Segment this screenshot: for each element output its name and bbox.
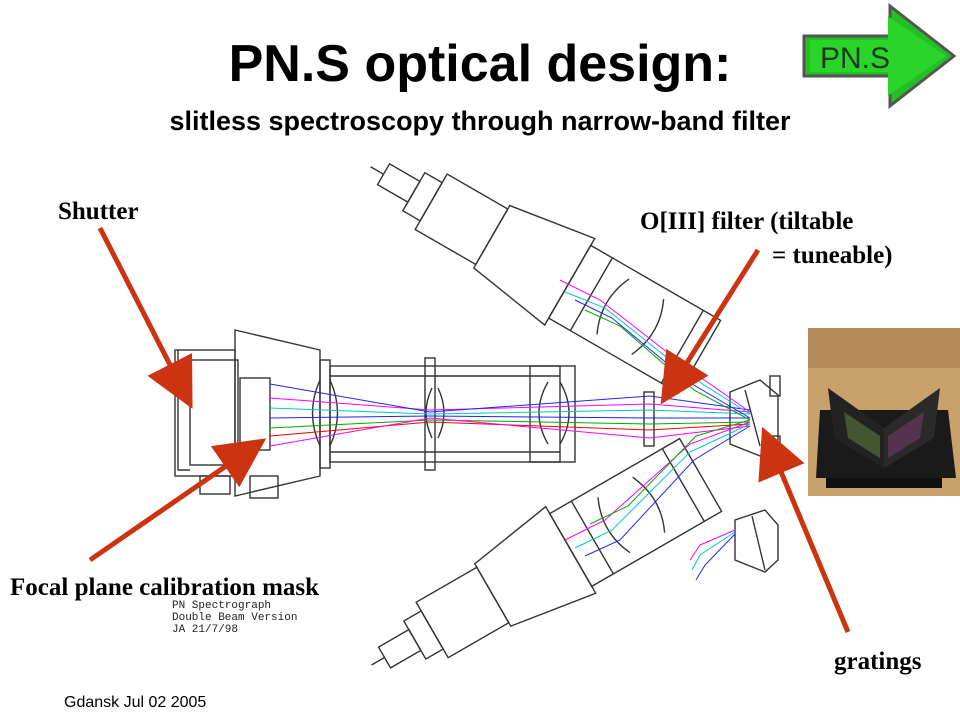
shutter-arrow (97, 226, 193, 409)
slide-subtitle: slitless spectroscopy through narrow-ban… (169, 106, 791, 136)
shutter-label: Shutter (58, 198, 139, 225)
mask-arrow (88, 438, 267, 563)
caption-line2: Double Beam Version (172, 612, 298, 625)
o3-filter (643, 391, 655, 447)
slide-title: PN.S optical design: (228, 35, 732, 93)
filter-arrow (660, 248, 761, 405)
filter-label-line2: = tuneable) (772, 242, 893, 269)
gratings-photo (808, 328, 960, 496)
pns-logo: PN.S (802, 2, 957, 110)
logo-text: PN.S (820, 42, 890, 75)
drawing-caption: PN Spectrograph Double Beam Version JA 2… (172, 600, 297, 636)
caption-line1: PN Spectrograph (172, 600, 272, 612)
ray-fan (269, 279, 751, 581)
collimator-tube (329, 365, 561, 463)
filter-label-line1: O[III] filter (tiltable (640, 208, 854, 235)
mask-label: Focal plane calibration mask (10, 574, 320, 601)
caption-line3: JA 21/7/98 (172, 624, 239, 637)
footer-date: Gdansk Jul 02 2005 (64, 694, 207, 711)
gratings-arrow (758, 426, 851, 633)
gratings-label: gratings (834, 648, 922, 675)
